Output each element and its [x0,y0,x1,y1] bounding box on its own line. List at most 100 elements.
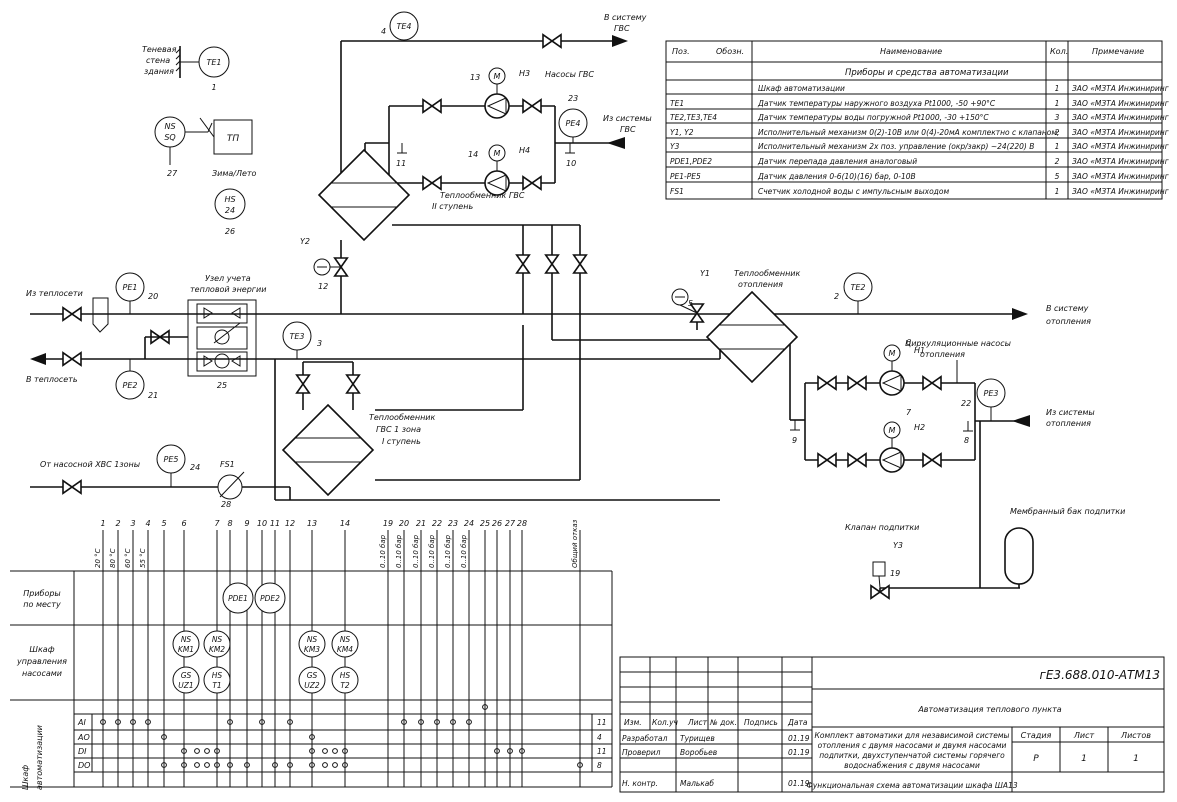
io-count: 4 [597,733,602,742]
instrument-num: 4 [381,27,386,36]
tb-stage-label: Стадия [1021,731,1052,740]
membrane-tank [1004,527,1034,588]
column-number: 1 [100,519,105,528]
motor-label: M [494,149,501,158]
column-number: 26 [492,519,502,528]
pressure-range: 0..10 бар [444,534,452,568]
fs1-tag: FS1 [220,460,235,469]
pipe-labels: В систему ГВС Из системы ГВС В систему о… [26,13,1125,532]
tb-desc-2: отопления с двумя насосами и двумя насос… [818,741,1007,750]
tb-stage: Р [1033,754,1039,764]
process-instruments: TE44PE120PE221TE33PE423PE524TE22PE322FS1… [115,11,1006,589]
spec-row-note: ЗАО «МЗТА Инжиниринг [1072,172,1169,181]
spec-header-name: Наименование [880,47,942,56]
instrument-circle [389,11,419,41]
spec-row-name: Шкаф автоматизации [758,84,845,93]
actuator-tag: Y2 [300,237,310,246]
valve [817,375,837,391]
instrument-circle [282,321,312,351]
instrument-tag: TE3 [289,332,304,341]
tb-h-doc: № док. [709,718,737,727]
device-label: KM4 [337,645,353,654]
spec-row-qty: 1 [1055,187,1060,196]
cabinet-device [203,630,231,658]
instrument-tag: TE4 [396,22,411,31]
y3-tag: Y3 [893,541,903,550]
column-number: 9 [244,519,249,528]
device-label: UZ1 [178,681,193,690]
tb-sheet-title: Функциональная схема автоматизации шкафа… [806,781,1017,790]
pump-num: 6 [906,338,911,347]
row-auto-cab-2: автоматизации [35,725,44,790]
spec-row-qty: 1 [1055,99,1060,108]
to-gvs-2: ГВС [614,24,630,33]
from-hvs: От насосной ХВС 1зоны [40,460,140,469]
pressure-range: 0..10 бар [428,534,436,568]
spec-row-name: Счетчик холодной воды с импульсным выход… [758,187,949,196]
tb-code: гЕ3.688.010-АТМ13 [1040,668,1160,682]
column-number: 19 [383,519,393,528]
pressure-range: 0..10 бар [395,534,403,568]
tap-num: 8 [964,436,969,445]
tb-role-3: Н. контр. [622,779,658,788]
tb-h-sign: Подпись [744,718,778,727]
wall-label-3: здания [144,67,174,76]
sq-label: SQ [164,133,175,142]
spec-header-code: Обозн. [716,47,744,56]
instrument-tag: PE1 [123,283,138,292]
instrument-circle [156,444,186,474]
column-number: 6 [181,519,186,528]
cabinet-device [331,630,359,658]
temp-range: 55 °С [139,548,147,568]
column-number: 10 [257,519,267,528]
function-table: Приборы по месту Шкаф управления насосам… [10,519,613,790]
spec-row-pos: TE2,TE3,TE4 [670,113,717,122]
ns-sq-num: 27 [167,169,178,178]
fs1-num: 28 [221,500,231,509]
instrument-circle [115,370,145,400]
tb-date-2: 01.19 [788,748,810,757]
actuator-num: 5 [688,299,693,308]
hs-switch: Зима/Лето HS 24 26 [212,169,257,236]
device-label: HS [212,671,223,680]
io-count: 11 [597,718,607,727]
wall-sensor: Теневая стена здания TE1 1 [142,45,230,92]
y3-actuator [872,561,886,577]
motor-label: M [889,426,896,435]
wall-label-1: Теневая [142,45,177,54]
tap-num: 9 [792,436,797,445]
column-number: 3 [130,519,135,528]
hx-gvs1-label-3: I ступень [382,437,421,446]
column-number: 4 [145,519,150,528]
pressure-range: 0..10 бар [379,534,387,568]
valve [62,351,82,367]
device-label: PDE1 [228,594,248,603]
device-label: T2 [340,681,350,690]
device-label: KM3 [304,645,320,654]
tb-sheet-label: Лист [1073,731,1095,740]
spec-row-note: ЗАО «МЗТА Инжиниринг [1072,99,1169,108]
tap-num: 10 [566,159,576,168]
io-point [194,748,200,754]
instrument-tag: PE3 [984,389,999,398]
spec-header-pos: Поз. [672,47,690,56]
pressure-range: 0..10 бар [412,534,420,568]
io-point [194,762,200,768]
valve [422,98,442,114]
instrument-circle [115,272,145,302]
row-pump-cab-3: насосами [22,669,62,678]
instrument-tag: PE2 [123,381,138,390]
device-label: NS [307,635,318,644]
column-number: 11 [270,519,280,528]
device-label: NS [212,635,223,644]
io-label: AI [77,718,86,727]
instrument-tag: PE5 [164,455,179,464]
tb-name-3: Малькаб [680,779,714,788]
device-label: KM1 [178,645,194,654]
spec-row-pos: FS1 [670,187,684,196]
instrument-tag: TE2 [850,283,865,292]
motor [883,344,901,362]
cabinet-device [331,666,359,694]
pump-tag: H4 [519,146,530,155]
cabinet-device [172,666,200,694]
